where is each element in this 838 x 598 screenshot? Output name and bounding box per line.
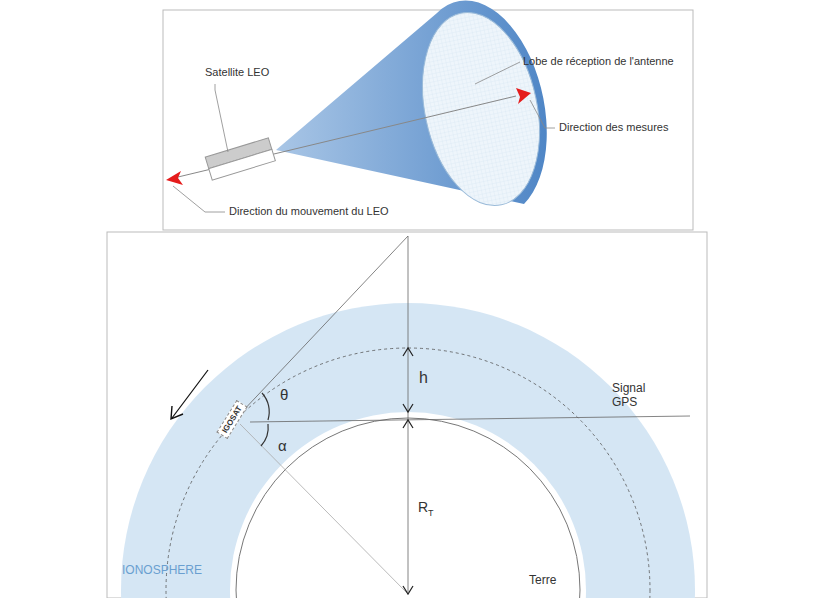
leader-line [173,186,225,212]
satellite-body [205,138,275,180]
leader-line [215,84,228,152]
motion-arrow [172,370,208,418]
callout-label: Satellite LEO [205,66,269,79]
leader-line [475,62,520,84]
vertical-line [408,236,409,592]
signal-label: Signal GPS [612,382,656,410]
arrow-head [516,88,531,104]
angle-arc [262,393,269,420]
radius-line [240,424,408,594]
dimension-arrows [403,420,413,594]
leader-line [530,100,555,128]
gps-signal-line [250,416,690,422]
dimension-label: h [419,369,428,387]
callout-label: Lobe de réception de l'antenne [523,55,674,68]
cone [276,0,556,216]
angle-label: θ [280,386,288,403]
arrow-head [166,171,183,185]
dimension-subscript: T [428,508,434,518]
motion-arrow [171,406,183,419]
dimension-label: R [418,499,428,515]
callout-label: Direction des mesures [559,121,668,134]
dimension-arrows [403,348,413,412]
region-label: Terre [529,574,556,588]
angle-label: α [278,437,287,454]
callout-label: Direction du mouvement du LEO [229,205,389,218]
region-label: IONOSPHERE [122,564,202,578]
tangent-line [240,236,408,414]
angle-arc [261,424,268,446]
